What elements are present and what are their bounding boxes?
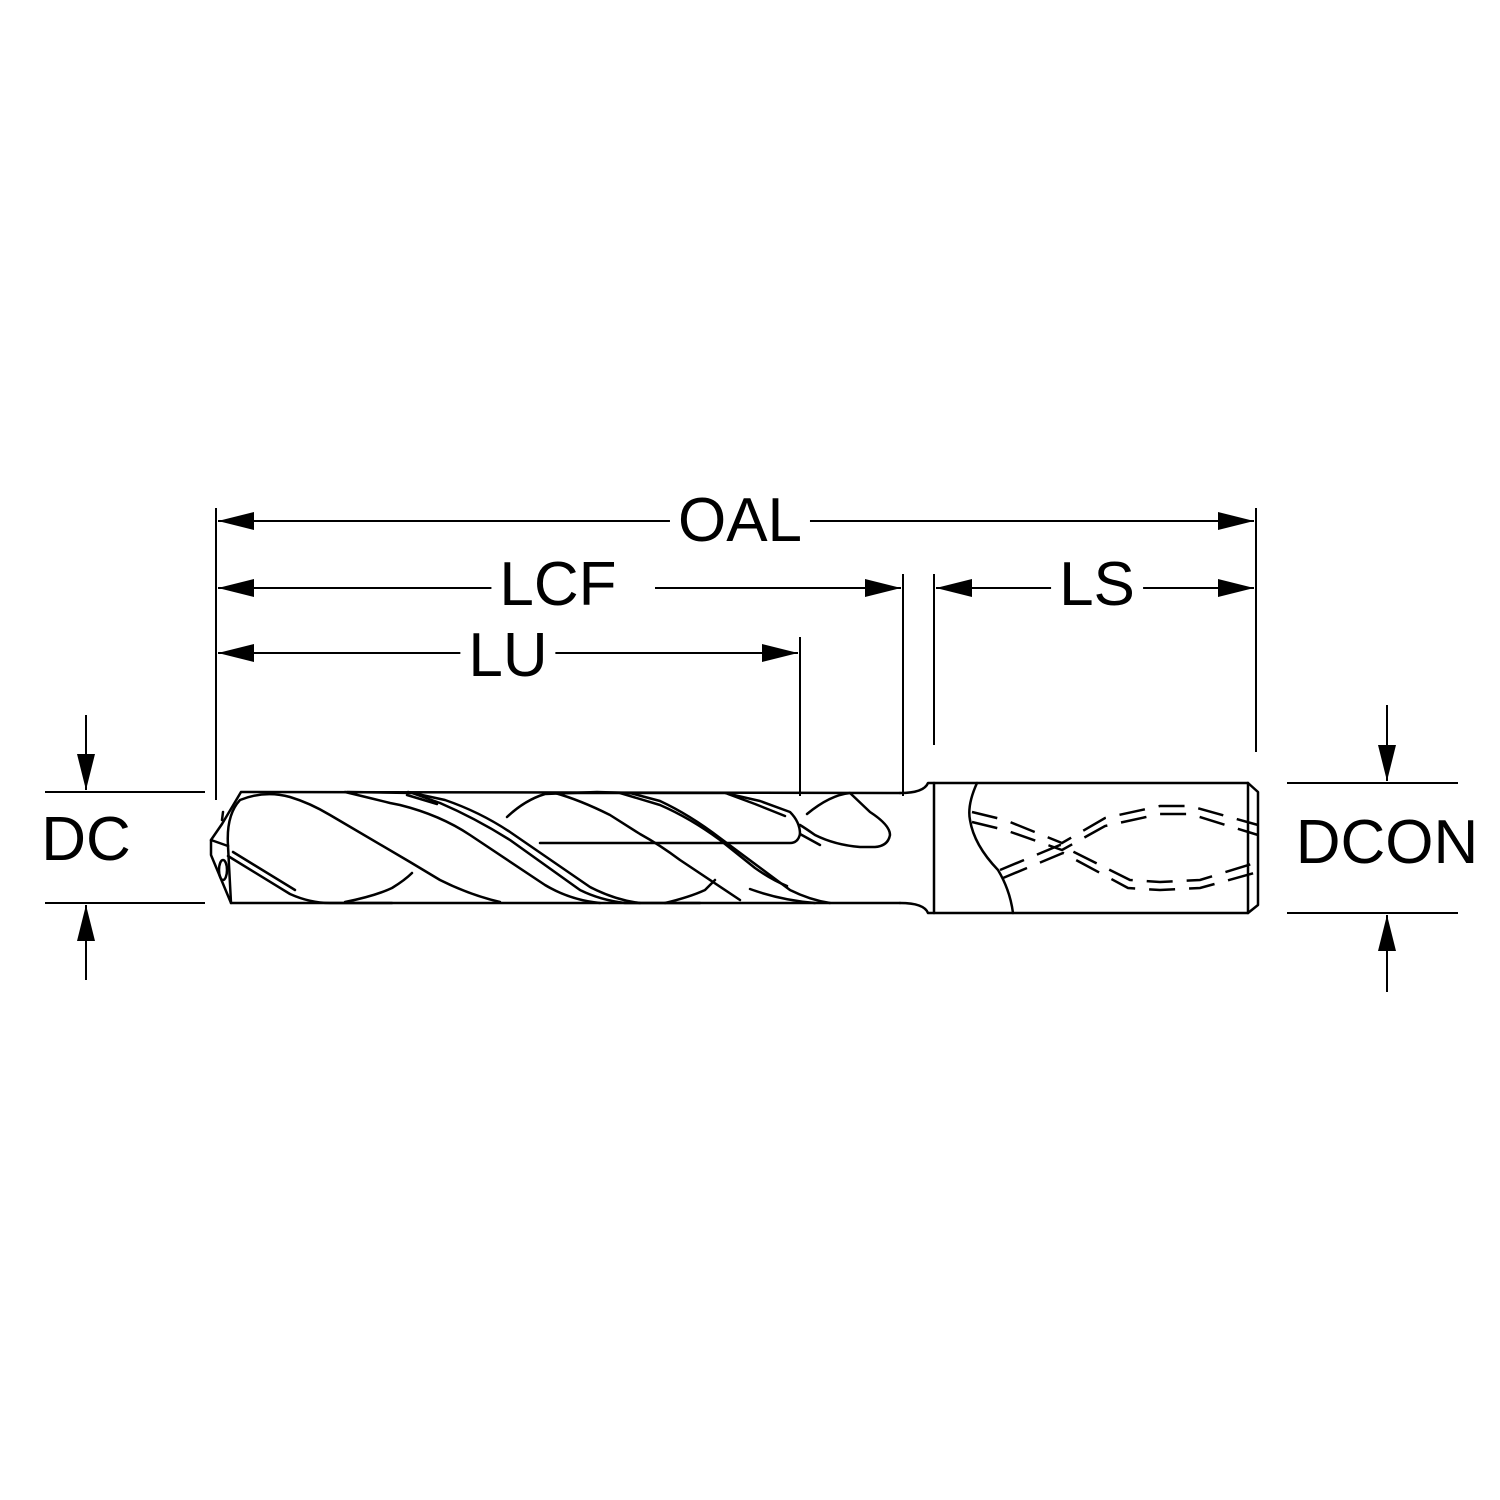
extension-lines: [45, 508, 1458, 914]
oal-label: OAL: [669, 490, 811, 552]
drill-shank: [932, 781, 1260, 915]
ls-label: LS: [1051, 554, 1143, 616]
dc-label: DC: [41, 805, 131, 874]
dcon-label: DCON: [1295, 808, 1479, 877]
lcf-label: LCF: [491, 554, 625, 616]
lu-label: LU: [460, 625, 556, 687]
drill-body: [209, 781, 936, 915]
